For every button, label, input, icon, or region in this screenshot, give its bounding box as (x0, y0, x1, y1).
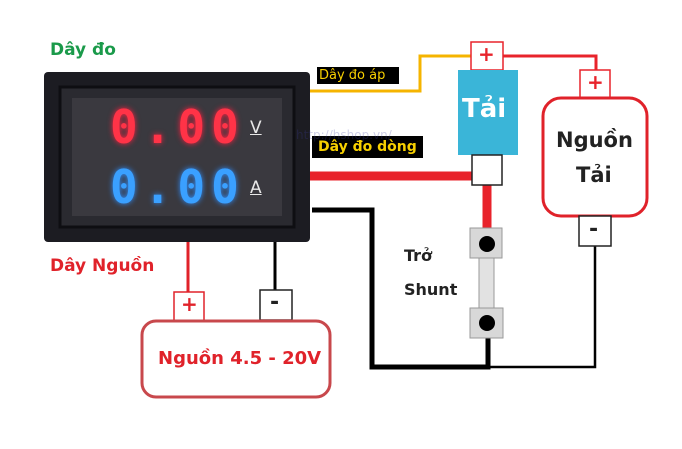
load-source-minus-terminal: - (589, 217, 599, 242)
current-wire-tag: Dây đo dòng (312, 136, 423, 158)
power-supply-label: Nguồn 4.5 - 20V (158, 348, 322, 369)
voltage-reading: 0.00 (110, 100, 245, 154)
load-label: Tải (462, 94, 507, 124)
current-sense-wire (310, 171, 492, 232)
power-plus-terminal: + (181, 292, 198, 316)
voltmeter-ammeter-module (44, 72, 310, 242)
power-supply-block (140, 289, 332, 399)
load-source-label-line1: Nguồn (556, 128, 633, 152)
voltage-sense-wire (308, 54, 472, 93)
load-plus-terminal: + (478, 42, 495, 66)
voltage-wire-tag: Dây đo áp (317, 67, 400, 84)
current-reading: 0.00 (110, 160, 245, 214)
power-minus-terminal: - (270, 290, 280, 315)
voltage-unit: V (250, 118, 262, 138)
measure-wire-label: Dây đo (50, 40, 116, 60)
shunt-label-line1: Trở (404, 246, 433, 265)
meter-ground-wire (312, 207, 491, 370)
load-block (458, 41, 518, 186)
current-unit: A (250, 178, 262, 198)
load-negative-wire (488, 245, 597, 369)
shunt-label-line2: Shunt (404, 280, 458, 299)
load-source-label-line2: Tải (576, 163, 612, 187)
load-positive-wire (502, 54, 598, 72)
load-source-plus-terminal: + (587, 70, 604, 94)
shunt-resistor (469, 227, 504, 339)
load-source-block (541, 69, 649, 247)
power-wire-label: Dây Nguồn (50, 256, 155, 276)
watermark: http://hshop.vn/ (296, 128, 392, 142)
